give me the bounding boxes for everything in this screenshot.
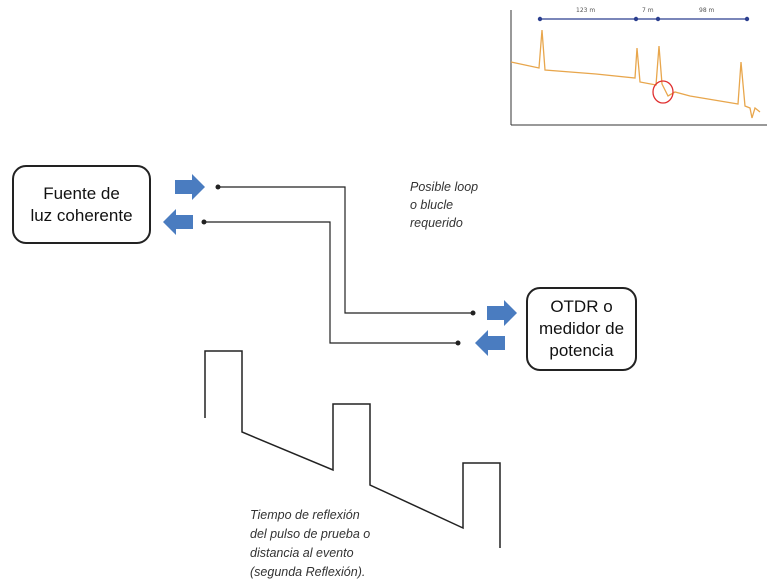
loop-annotation: Posible loop o blucle requerido (410, 178, 478, 232)
light-source-box: Fuente de luz coherente (12, 165, 151, 244)
loop-annotation-line: o blucle (410, 198, 454, 212)
marker-dot (744, 16, 750, 22)
arrow-right-icon (487, 300, 517, 326)
source-box-line: Fuente de (43, 183, 120, 203)
signal-arrows (163, 174, 517, 356)
time-annotation-line: del pulso de prueba o (250, 527, 371, 541)
time-annotation-line: Tiempo de reflexión (250, 508, 360, 522)
otdr-box-line: potencia (549, 341, 614, 360)
marker-dot (537, 16, 543, 22)
otdr-box-line: OTDR o (550, 297, 613, 316)
reflection-waveform (204, 350, 501, 548)
segment-label-3: 98 m (699, 7, 715, 14)
event-highlight-circle (652, 80, 674, 104)
otdr-box-line: medidor de (538, 319, 625, 338)
segment-label-1: 123 m (576, 7, 595, 14)
arrow-right-icon (175, 174, 205, 200)
otdr-power-meter-box: OTDR o medidor de potencia (526, 287, 637, 371)
time-annotation-line: (segunda Reflexión). (250, 565, 366, 579)
loop-annotation-line: Posible loop (410, 180, 479, 194)
inset-distance-markers: 123 m 7 m 98 m (537, 7, 750, 22)
arrow-left-icon (163, 209, 193, 235)
segment-label-2: 7 m (642, 7, 654, 14)
source-box-line: luz coherente (30, 205, 133, 225)
arrow-left-icon (475, 330, 505, 356)
connector-dot (455, 340, 461, 346)
otdr-trace-line (510, 29, 761, 119)
fiber-connections (201, 184, 476, 346)
loop-annotation-line: requerido (410, 216, 463, 230)
connector-dot (470, 310, 476, 316)
connector-dot (215, 184, 221, 190)
marker-dot (655, 16, 661, 22)
outgoing-fiber-line (218, 186, 473, 314)
otdr-trace-inset: 123 m 7 m 98 m (510, 7, 767, 126)
time-annotation-line: distancia al evento (250, 546, 354, 560)
marker-dot (633, 16, 639, 22)
connector-dot (201, 219, 207, 225)
reflection-time-annotation: Tiempo de reflexión del pulso de prueba … (250, 506, 370, 582)
return-fiber-line (204, 221, 458, 344)
